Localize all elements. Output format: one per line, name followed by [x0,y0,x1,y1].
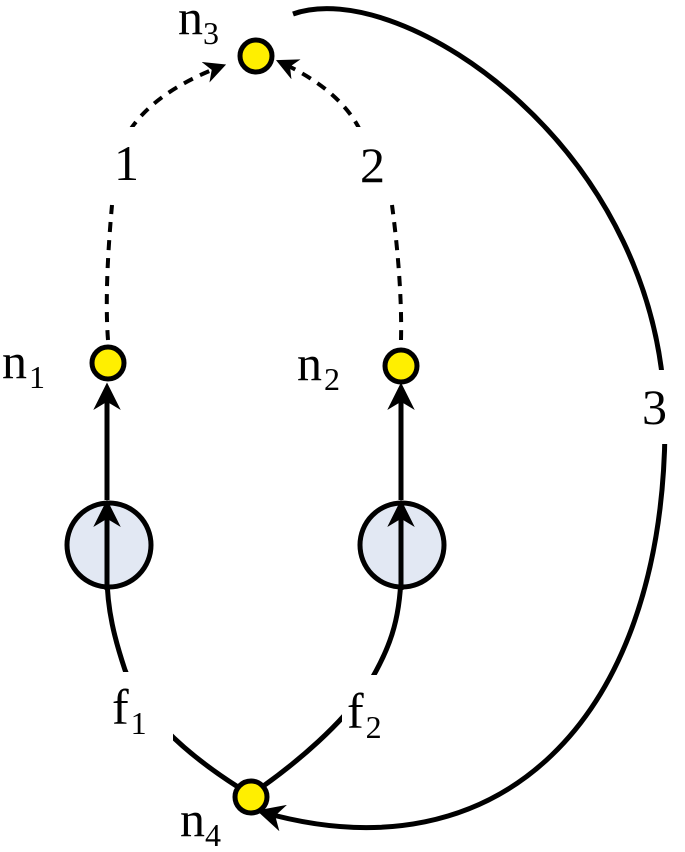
source-f1-label: f1 [112,679,147,741]
edge-2-label: 2 [360,137,385,193]
node-n2-label: n2 [297,335,340,397]
node-n3 [237,37,275,75]
edge-1-upper [128,61,227,132]
edge-1-label: 1 [114,135,139,191]
edge-2 [390,204,404,341]
node-n1 [89,344,127,382]
node-n3-label: n3 [178,0,219,51]
node-n1-label: n1 [2,333,45,395]
edge-1 [104,204,114,341]
edge-2-upper [275,59,362,131]
node-n4 [232,778,270,816]
node-n2 [382,347,420,385]
edge-3 [256,6,668,832]
edge-3-label: 3 [642,379,667,435]
source-f2-label: f2 [347,683,382,745]
node-n4-label: n4 [180,791,221,852]
